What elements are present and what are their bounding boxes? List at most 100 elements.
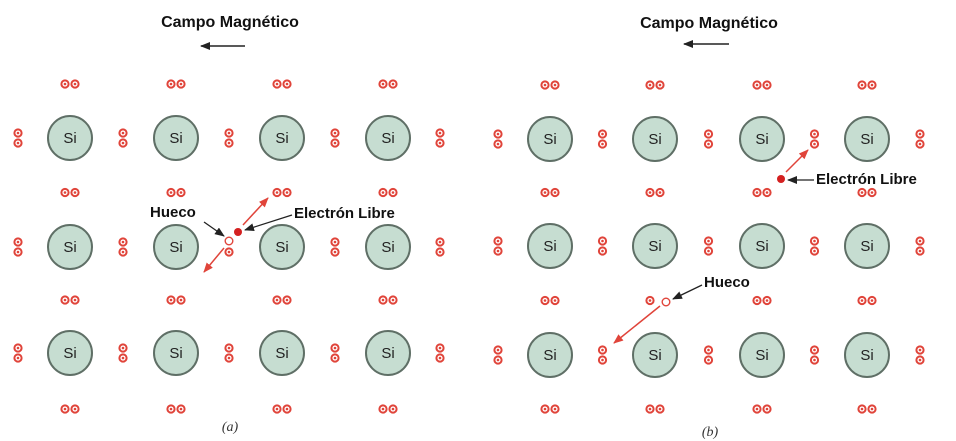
valence-electron-core — [73, 191, 77, 194]
valence-electron-core — [860, 83, 864, 87]
panel-a-electron-pointer — [244, 214, 293, 232]
valence-electron-core — [227, 250, 231, 254]
si-atom — [844, 223, 890, 269]
si-atom-label: Si — [543, 347, 556, 364]
valence-electron-core — [381, 298, 385, 302]
si-atom-label: Si — [275, 239, 288, 256]
valence-electron-core — [870, 299, 874, 302]
valence-electron-core — [16, 250, 20, 254]
valence-electron-core — [707, 142, 710, 146]
valence-electron-core — [179, 191, 183, 194]
valence-electron-core — [16, 356, 20, 360]
panel-b-hole-label: Hueco — [704, 274, 750, 291]
si-atom — [844, 116, 890, 162]
si-atom — [153, 330, 199, 376]
si-atom — [259, 224, 305, 270]
valence-electron-core — [16, 240, 20, 244]
panel-a-electron-arrow — [242, 197, 269, 226]
valence-electron-core — [438, 131, 442, 135]
valence-electron-core — [121, 250, 125, 254]
valence-electron-core — [707, 132, 710, 136]
si-atom-label: Si — [275, 130, 288, 147]
valence-electron-core — [381, 82, 385, 86]
valence-electron-core — [169, 407, 173, 411]
valence-electron-core — [169, 82, 173, 86]
valence-electron-core — [870, 407, 874, 411]
valence-electron-core — [543, 299, 547, 302]
valence-electron-core — [179, 407, 183, 411]
valence-electron-core — [755, 407, 759, 411]
valence-electron-core — [73, 82, 77, 86]
si-atom-label: Si — [381, 130, 394, 147]
valence-electron-core — [121, 131, 125, 135]
panel-b-electron-label: Electrón Libre — [816, 171, 917, 188]
valence-electron-core — [755, 83, 759, 87]
valence-electron-core — [285, 191, 289, 194]
valence-electron-core — [765, 299, 769, 302]
valence-electron-core — [765, 407, 769, 411]
valence-electron-core — [601, 142, 604, 146]
valence-electron-core — [121, 240, 125, 244]
valence-electron-core — [707, 239, 710, 243]
valence-electron-core — [391, 407, 395, 411]
valence-electron-core — [860, 191, 864, 194]
valence-electron-core — [73, 298, 77, 302]
valence-electron-core — [813, 358, 816, 362]
valence-electron-core — [275, 191, 279, 194]
valence-electron-core — [121, 141, 125, 145]
si-atom-label: Si — [648, 347, 661, 364]
si-atom — [527, 332, 573, 378]
valence-electron-core — [658, 83, 662, 87]
si-atom-label: Si — [860, 238, 873, 255]
valence-electron-core — [381, 407, 385, 411]
valence-electron-core — [333, 141, 337, 145]
valence-electron-core — [227, 131, 231, 135]
valence-electron-core — [755, 299, 759, 302]
valence-electron-core — [860, 407, 864, 411]
valence-electron-core — [275, 298, 279, 302]
si-atom-label: Si — [169, 345, 182, 362]
si-atom — [527, 116, 573, 162]
valence-electron-core — [601, 239, 604, 243]
valence-electron-core — [333, 346, 337, 350]
si-atom — [844, 332, 890, 378]
valence-electron-core — [285, 298, 289, 302]
si-atom-label: Si — [543, 131, 556, 148]
si-atom — [153, 224, 199, 270]
valence-electron-core — [121, 356, 125, 360]
valence-electron-core — [813, 132, 816, 136]
panel-b-free-electron — [777, 175, 785, 183]
valence-electron-core — [918, 239, 922, 243]
si-atom-label: Si — [381, 345, 394, 362]
valence-electron-core — [648, 191, 652, 194]
si-atom — [739, 223, 785, 269]
valence-electron-core — [496, 249, 500, 253]
valence-electron-core — [496, 358, 500, 362]
valence-electron-core — [755, 191, 759, 194]
valence-electron-core — [73, 407, 77, 411]
valence-electron-core — [553, 407, 557, 411]
valence-electron-core — [179, 298, 183, 302]
valence-electron-core — [438, 240, 442, 244]
si-atom — [259, 115, 305, 161]
valence-electron-core — [813, 348, 816, 352]
valence-electron-core — [707, 358, 710, 362]
si-atom-label: Si — [648, 238, 661, 255]
panel-b-electron-arrow — [785, 149, 809, 173]
panel-b-hole — [661, 297, 671, 307]
si-atom — [365, 330, 411, 376]
valence-electron-core — [648, 299, 652, 302]
valence-electron-core — [275, 407, 279, 411]
si-atom-label: Si — [755, 131, 768, 148]
valence-electron-core — [121, 346, 125, 350]
si-atom — [632, 223, 678, 269]
valence-electron-core — [333, 250, 337, 254]
valence-electron-core — [381, 191, 385, 194]
valence-electron-core — [63, 407, 67, 411]
valence-electron-core — [63, 298, 67, 302]
valence-electron-core — [496, 239, 500, 243]
valence-electron-core — [227, 141, 231, 145]
valence-electron-core — [391, 191, 395, 194]
si-atom — [259, 330, 305, 376]
